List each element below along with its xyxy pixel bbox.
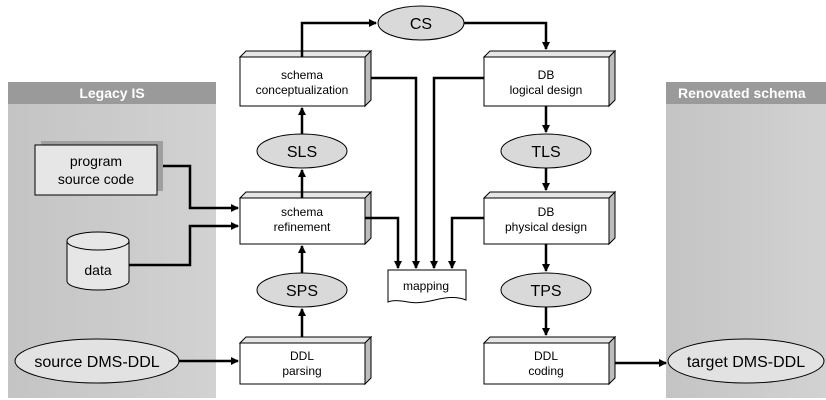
arrow-program-to-refinement bbox=[163, 164, 239, 212]
process-db-logical-design: DB logical design bbox=[482, 49, 617, 108]
mapping-label: mapping bbox=[403, 279, 449, 293]
mapping-document-icon: mapping bbox=[387, 269, 467, 304]
process-schema-conceptualization: schema conceptualization bbox=[238, 49, 373, 108]
artifact-tls-label: TLS bbox=[531, 144, 560, 161]
renovated-schema-title: Renovated schema bbox=[678, 85, 806, 101]
process-label-line2: parsing bbox=[282, 364, 321, 378]
artifact-source-dms-ddl: source DMS-DDL bbox=[14, 338, 180, 384]
process-db-physical-design: DB physical design bbox=[482, 190, 617, 246]
arrow-data-to-refinement bbox=[129, 222, 239, 267]
artifact-source-ddl-label: source DMS-DDL bbox=[34, 354, 159, 371]
artifact-sls: SLS bbox=[256, 133, 348, 169]
process-label-line1: schema bbox=[281, 68, 323, 82]
arrow-concept-to-mapping bbox=[371, 76, 420, 269]
artifact-tps: TPS bbox=[500, 272, 592, 308]
connectors bbox=[129, 19, 667, 367]
process-label-line1: schema bbox=[281, 205, 323, 219]
process-label-line1: DDL bbox=[290, 349, 314, 363]
process-label-line2: physical design bbox=[505, 220, 587, 234]
legacy-is-header bbox=[8, 82, 216, 104]
arrow-physical-to-mapping bbox=[448, 216, 484, 269]
process-label-line1: DB bbox=[538, 68, 555, 82]
artifact-sps: SPS bbox=[256, 272, 348, 308]
process-label-line2: coding bbox=[528, 364, 563, 378]
program-label-line1: program bbox=[70, 153, 122, 169]
arrow-logical-to-mapping bbox=[430, 76, 484, 269]
arrow-concept-to-cs bbox=[300, 19, 377, 57]
artifact-sps-label: SPS bbox=[286, 283, 318, 300]
artifact-tps-label: TPS bbox=[530, 283, 561, 300]
legacy-is-title: Legacy IS bbox=[79, 85, 144, 101]
artifact-tls: TLS bbox=[500, 133, 592, 169]
arrow-cs-to-logical bbox=[464, 21, 550, 50]
process-ddl-parsing: DDL parsing bbox=[238, 335, 373, 386]
data-cylinder-icon: data bbox=[66, 231, 130, 291]
artifact-cs: CS bbox=[377, 5, 465, 41]
input-program-source-code: program source code bbox=[34, 141, 163, 196]
artifact-target-dms-ddl: target DMS-DDL bbox=[667, 338, 825, 384]
process-label-line1: DB bbox=[538, 205, 555, 219]
program-label-line2: source code bbox=[58, 171, 134, 187]
process-label-line2: logical design bbox=[510, 83, 583, 97]
artifact-cs-label: CS bbox=[410, 16, 432, 33]
process-label-line2: conceptualization bbox=[256, 83, 349, 97]
artifact-sls-label: SLS bbox=[287, 144, 317, 161]
process-label-line1: DDL bbox=[534, 349, 558, 363]
process-ddl-coding: DDL coding bbox=[482, 335, 617, 386]
renovated-schema-header bbox=[666, 82, 826, 104]
data-label: data bbox=[84, 262, 111, 278]
arrow-refinement-to-mapping bbox=[365, 216, 402, 269]
artifact-target-ddl-label: target DMS-DDL bbox=[687, 354, 805, 371]
process-label-line2: refinement bbox=[274, 220, 331, 234]
process-schema-refinement: schema refinement bbox=[238, 190, 373, 246]
